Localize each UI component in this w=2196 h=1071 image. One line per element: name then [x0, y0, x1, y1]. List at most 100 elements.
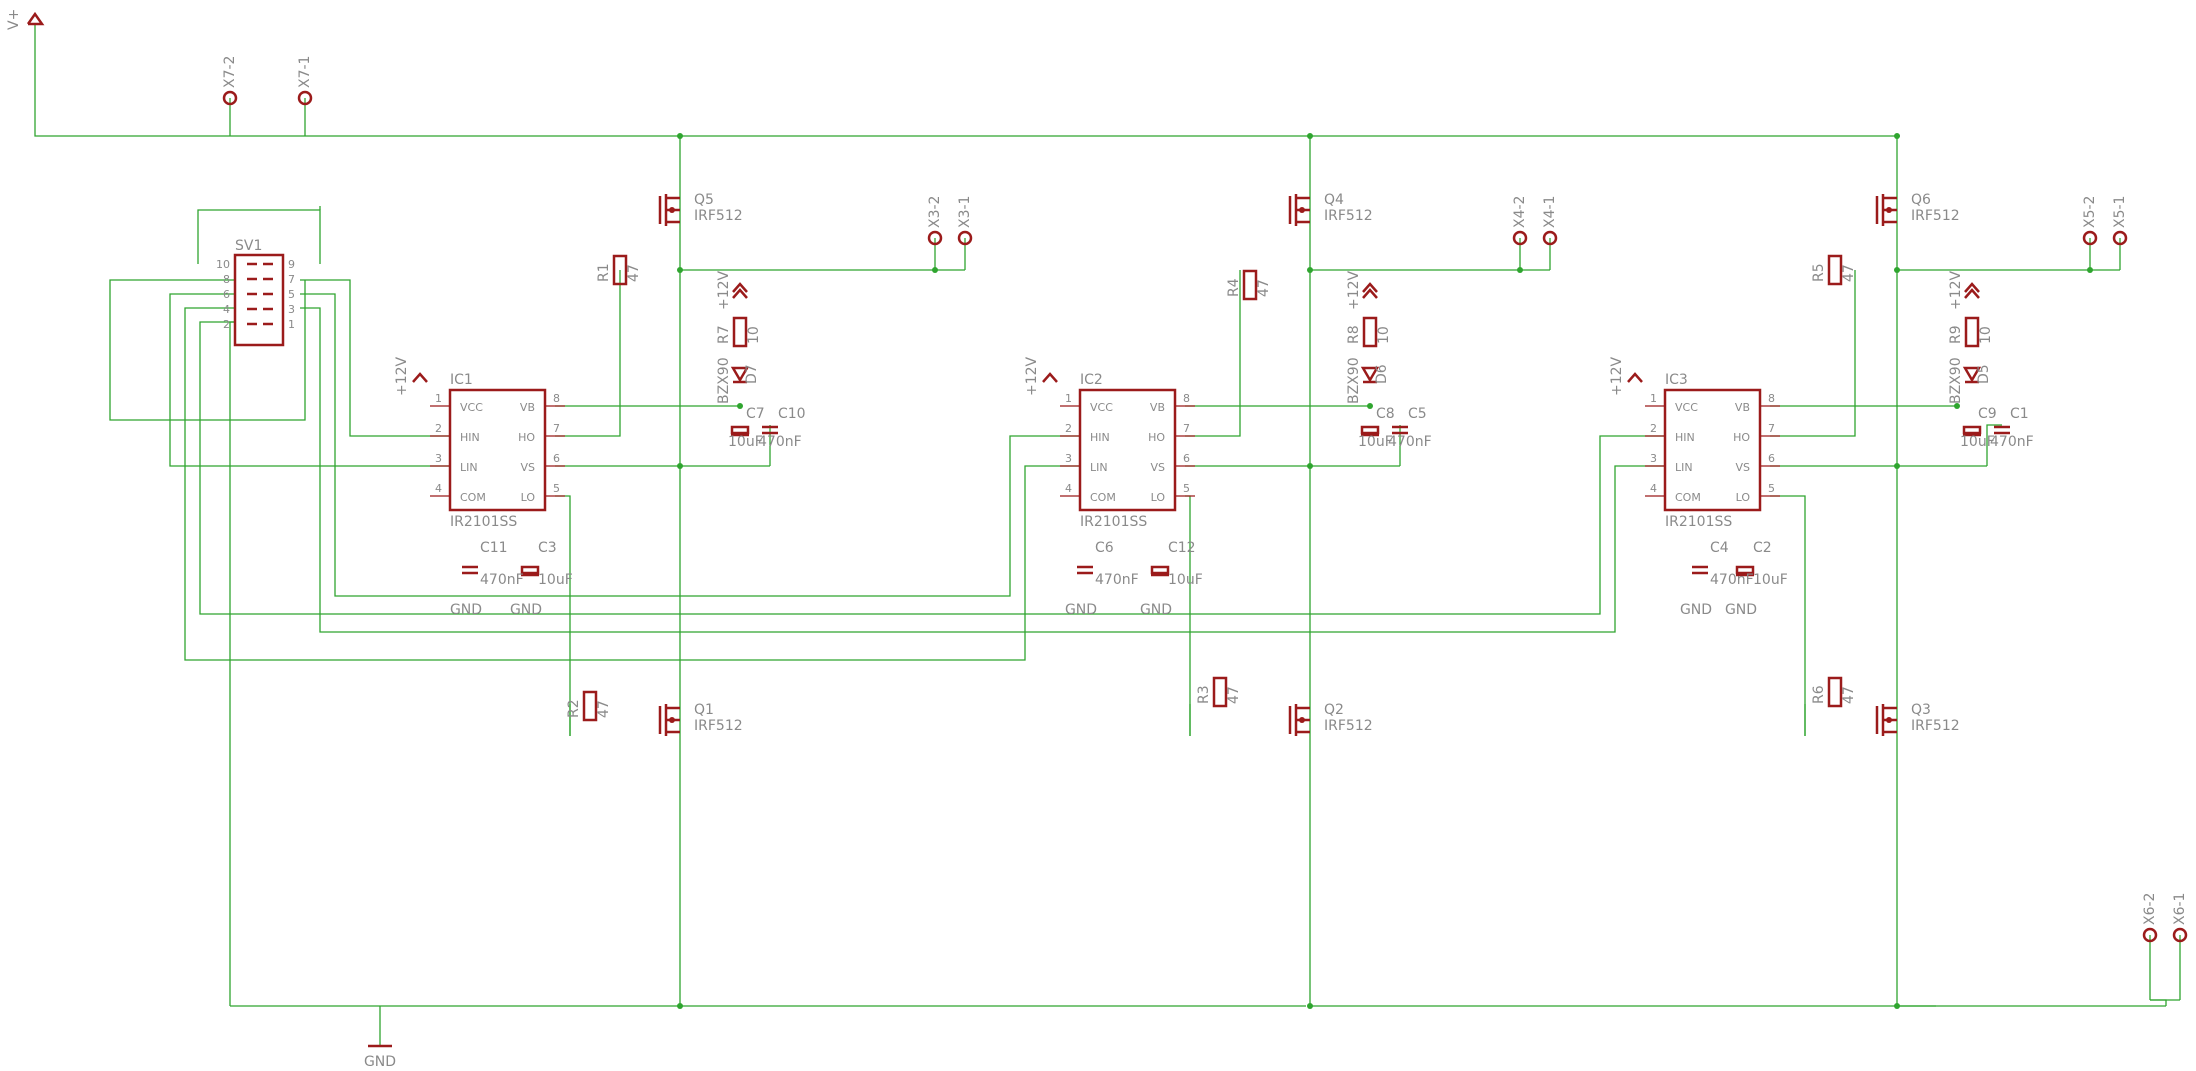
- header-pin: 10: [216, 258, 230, 271]
- junction-dot: [737, 403, 743, 409]
- pin-name: HIN: [460, 431, 480, 444]
- pin-number: 7: [553, 422, 560, 435]
- pin-name: HIN: [1090, 431, 1110, 444]
- pin-number: 4: [1650, 482, 1657, 495]
- junction-dot: [677, 133, 683, 139]
- pin-name: VB: [520, 401, 535, 414]
- vcc-supply-2: +12V: [1609, 356, 1643, 396]
- ic-ref: IC1: [450, 372, 473, 388]
- cap-ref: C2: [1753, 540, 1772, 556]
- cap-value: 470nF: [1990, 434, 2034, 450]
- wire: [109, 279, 306, 421]
- gnd-label: GND: [1680, 602, 1712, 618]
- ic-part: IR2101SS: [1665, 514, 1732, 530]
- cap-ref: C7: [746, 406, 765, 422]
- cap-ref: C9: [1978, 406, 1997, 422]
- ic-ref: IC3: [1665, 372, 1688, 388]
- pin-number: 8: [1183, 392, 1190, 405]
- diode-ref: D6: [1374, 364, 1390, 384]
- diode-ref: D5: [1976, 364, 1992, 384]
- terminal-x6-1: X6-1: [2172, 893, 2188, 943]
- ic-part: IR2101SS: [450, 514, 517, 530]
- vplus-symbol: V+: [6, 9, 45, 30]
- wire: [2150, 999, 2167, 1006]
- junction-dot: [1894, 133, 1900, 139]
- gnd-label: GND: [1725, 602, 1757, 618]
- wire: [300, 307, 1665, 633]
- wire: [229, 321, 235, 420]
- diode-part: BZX90: [716, 357, 732, 404]
- gnd-label: GND: [1140, 602, 1172, 618]
- pin-number: 1: [1650, 392, 1657, 405]
- pin-number: 4: [435, 482, 442, 495]
- cap-value: 10uF: [1168, 572, 1203, 588]
- wire: [555, 270, 621, 437]
- supply-label: +12V: [1346, 270, 1362, 310]
- junction-dot: [1307, 267, 1313, 273]
- fet-part: IRF512: [694, 208, 743, 224]
- terminal-label: X3-2: [927, 196, 943, 228]
- vplus-label: V+: [6, 9, 22, 30]
- header-pin: 9: [288, 258, 295, 271]
- cap-ref: C1: [2010, 406, 2029, 422]
- cap-value: 10uF: [538, 572, 573, 588]
- fet-part: IRF512: [694, 718, 743, 734]
- fet-ref: Q5: [694, 192, 714, 208]
- header-pin: 2: [223, 318, 230, 331]
- terminal-x4-2: X4-2: [1512, 196, 1528, 246]
- pin-name: HO: [1733, 431, 1750, 444]
- fet-ref: Q2: [1324, 702, 1344, 718]
- header-pin: 4: [223, 303, 230, 316]
- resistor-ref: R9: [1948, 325, 1964, 344]
- resistor-ref: R5: [1811, 263, 1827, 282]
- pin-number: 1: [435, 392, 442, 405]
- cap-value: 10uF: [728, 434, 763, 450]
- cap-value: 470nF: [1388, 434, 1432, 450]
- pin-name: VCC: [1090, 401, 1113, 414]
- fet-part: IRF512: [1911, 208, 1960, 224]
- pin-number: 7: [1768, 422, 1775, 435]
- diode-part: BZX90: [1948, 357, 1964, 404]
- pin-number: 8: [1768, 392, 1775, 405]
- fet-part: IRF512: [1911, 718, 1960, 734]
- header-pin: 5: [288, 288, 295, 301]
- cap-ref: C12: [1168, 540, 1196, 556]
- fet-part: IRF512: [1324, 718, 1373, 734]
- pin-name: LIN: [1090, 461, 1108, 474]
- junction-dot: [1894, 267, 1900, 273]
- pin-number: 2: [1065, 422, 1072, 435]
- pin-number: 5: [1183, 482, 1190, 495]
- pin-name: VS: [520, 461, 535, 474]
- cap-value: 10uF: [1358, 434, 1393, 450]
- terminal-x4-1: X4-1: [1542, 196, 1558, 246]
- diode-part: BZX90: [1346, 357, 1362, 404]
- header-ref: SV1: [235, 238, 262, 254]
- pin-name: VB: [1735, 401, 1750, 414]
- wire: [184, 307, 1080, 661]
- cap-value: 470nF: [1095, 572, 1139, 588]
- gnd-label: GND: [510, 602, 542, 618]
- terminal-x7-1: X7-1: [297, 56, 313, 106]
- cap-ref: C11: [480, 540, 508, 556]
- wire: [300, 293, 1080, 597]
- terminal-label: X4-1: [1542, 196, 1558, 228]
- cap-ref: C10: [778, 406, 806, 422]
- junction-dot: [677, 267, 683, 273]
- pin-number: 3: [1065, 452, 1072, 465]
- header-pin: 1: [288, 318, 295, 331]
- pin-name: VS: [1150, 461, 1165, 474]
- cap-ref: C5: [1408, 406, 1427, 422]
